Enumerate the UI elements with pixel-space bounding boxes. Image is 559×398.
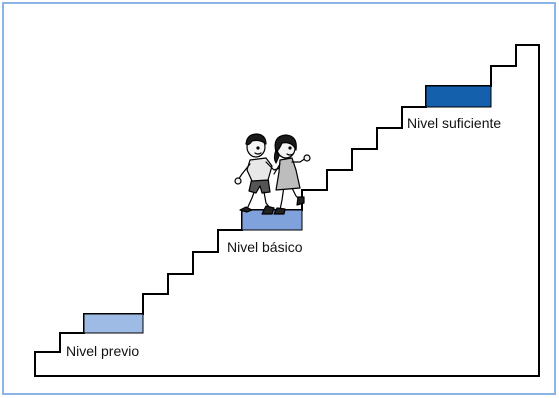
two-children-climbing-icon: [234, 133, 311, 215]
level-step-previo: [83, 313, 144, 334]
level-label-basico: Nivel básico: [227, 239, 303, 255]
girl-figure: [273, 134, 311, 215]
boy-figure: [234, 133, 281, 215]
level-label-previo: Nivel previo: [66, 343, 139, 359]
level-label-suficiente: Nivel suficiente: [407, 115, 501, 131]
level-step-suficiente: [425, 85, 492, 108]
